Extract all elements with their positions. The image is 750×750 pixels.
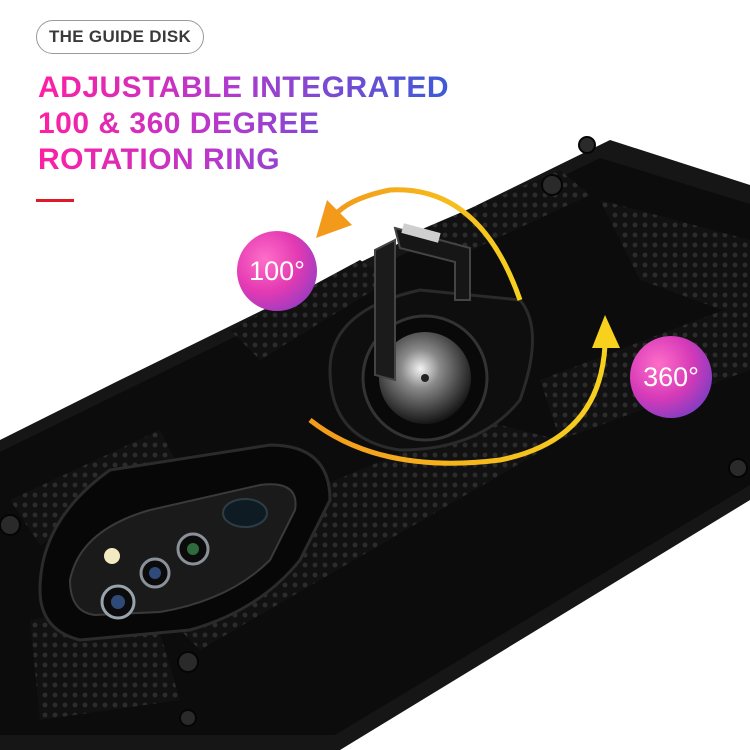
accent-divider <box>36 199 74 202</box>
camera-lenses <box>100 498 268 620</box>
arrow-head-left <box>316 200 352 238</box>
headline: ADJUSTABLE INTEGRATED 100 & 360 DEGREE R… <box>38 70 449 178</box>
headline-line-1: ADJUSTABLE INTEGRATED <box>38 71 450 104</box>
guide-disk-badge: THE GUIDE DISK <box>36 20 205 54</box>
rotation-arrows <box>308 187 620 466</box>
rotation-360-badge: 360° <box>630 336 712 418</box>
case-body <box>0 136 750 750</box>
guide-disk-label: THE GUIDE DISK <box>49 27 192 46</box>
arrow-head-right <box>592 315 620 348</box>
rotation-360-label: 360° <box>643 361 699 392</box>
headline-line-3: ROTATION RING <box>38 142 449 178</box>
rotation-100-badge: 100° <box>237 231 317 311</box>
rotation-100-label: 100° <box>249 255 305 286</box>
headline-line-2: 100 & 360 DEGREE <box>38 106 449 142</box>
